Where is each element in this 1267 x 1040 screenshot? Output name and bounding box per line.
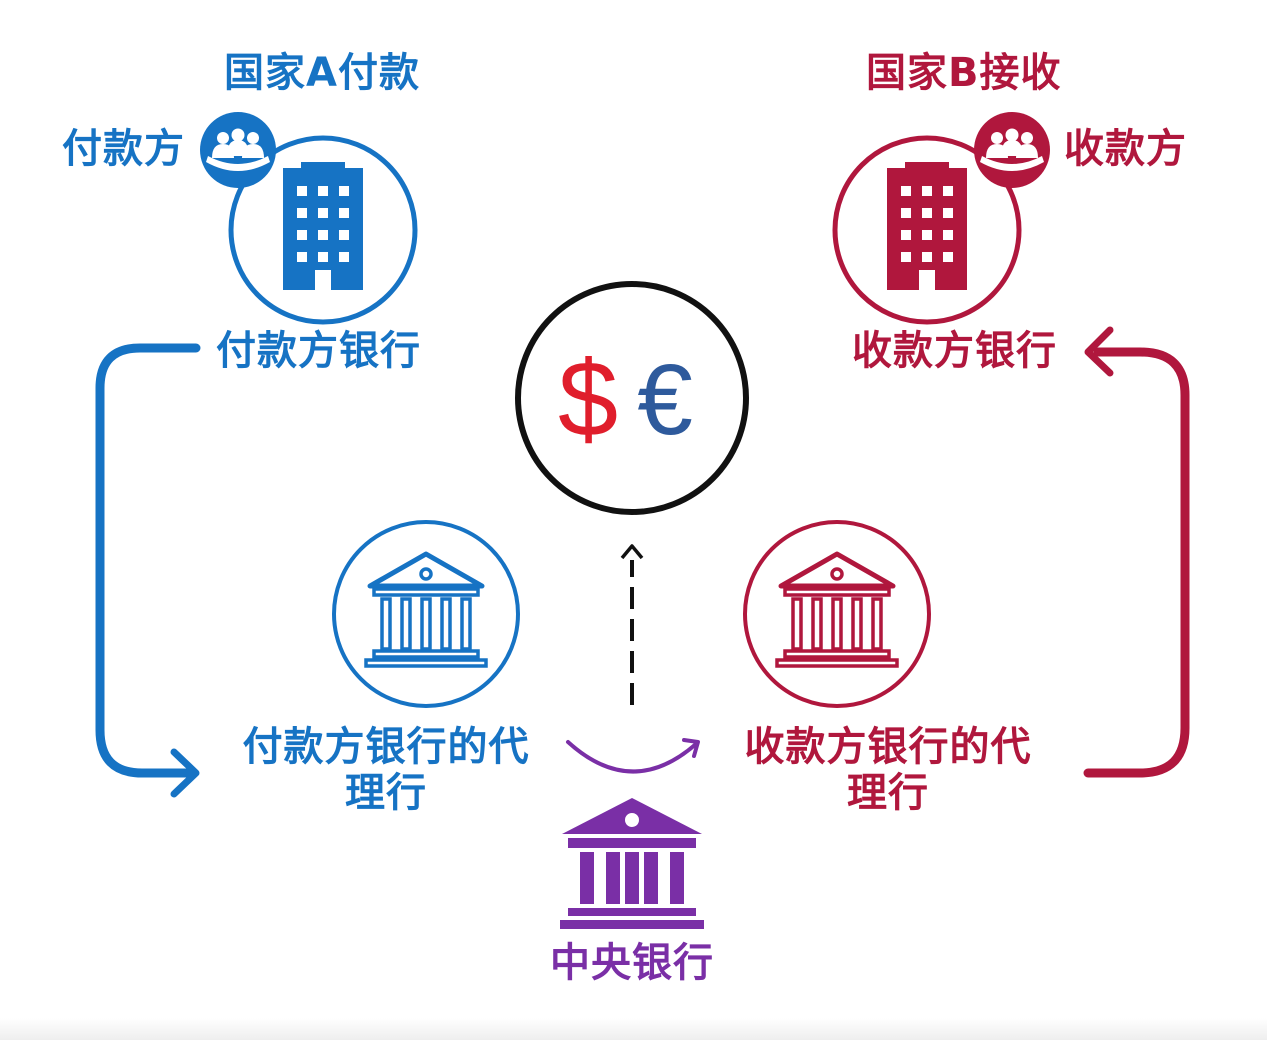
- payee-correspondent-label: 收款方银行的代 理行: [745, 724, 1032, 816]
- payer-correspondent-circle: [332, 520, 520, 708]
- country-b-title: 国家B接收: [866, 50, 1062, 96]
- dollar-symbol: $: [558, 338, 618, 459]
- euro-symbol: €: [637, 344, 693, 456]
- country-a-title: 国家A付款: [224, 50, 420, 96]
- settlement-dashed-arrowhead: [620, 544, 644, 560]
- payee-label: 收款方: [1064, 126, 1187, 172]
- payee-correspondent-bank-icon: [777, 554, 897, 666]
- payee-building-icon: [887, 162, 967, 290]
- payer-flow-arrow: [95, 343, 201, 778]
- central-bank-label: 中央银行: [550, 940, 714, 986]
- currency-circle: [515, 281, 749, 515]
- payer-circle: [228, 135, 418, 325]
- central-swoosh-arrowhead: [682, 738, 700, 758]
- payee-circle: [832, 135, 1022, 325]
- central-swoosh: [566, 740, 698, 774]
- payer-correspondent-line-1: 付款方银行的代: [242, 724, 530, 770]
- payer-bank-label: 付款方银行: [216, 328, 421, 374]
- payer-flow-arrowhead: [170, 748, 200, 798]
- payer-building-icon: [283, 162, 363, 290]
- payee-flow-arrowhead: [1084, 326, 1114, 377]
- payee-flow-arrow: [1083, 347, 1190, 778]
- payee-bank-label: 收款方银行: [852, 328, 1057, 374]
- payer-correspondent-label: 付款方银行的代 理行: [243, 724, 530, 816]
- bottom-edge: [0, 1018, 1267, 1040]
- payee-correspondent-circle: [743, 520, 931, 708]
- payer-label: 付款方: [62, 126, 185, 172]
- payee-correspondent-line-2: 理行: [847, 770, 929, 816]
- payee-correspondent-line-1: 收款方银行的代: [744, 724, 1032, 770]
- payer-correspondent-line-2: 理行: [345, 770, 427, 816]
- central-bank-icon: [560, 798, 704, 929]
- payer-correspondent-bank-icon: [366, 554, 486, 666]
